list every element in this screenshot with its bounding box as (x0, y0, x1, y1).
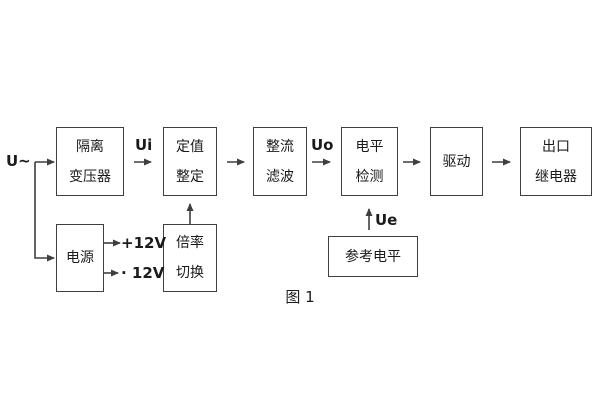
signal-label-plus12v: +12V (121, 234, 167, 252)
arrow-input-to-power (34, 162, 55, 262)
block-line: 整流 (266, 138, 294, 155)
block-ratio-switch: 倍率 切换 (163, 224, 217, 292)
signal-label-uo: Uo (311, 136, 334, 154)
block-rectifier-filter: 整流 滤波 (253, 127, 307, 196)
figure-caption: 图 1 (285, 288, 315, 306)
signal-label-ue: Ue (375, 211, 398, 229)
signal-label-minus12v: · 12V (121, 264, 165, 282)
block-line: 继电器 (535, 168, 577, 185)
block-line: 电平 (355, 138, 384, 155)
block-power-supply: 电源 (56, 224, 104, 292)
block-line: 隔离 (76, 138, 104, 155)
block-line: 电源 (66, 250, 94, 266)
block-line: 参考电平 (345, 248, 401, 265)
block-drive: 驱动 (430, 127, 483, 196)
block-line: 变压器 (69, 168, 111, 185)
block-line: 滤波 (266, 168, 294, 185)
block-output-relay: 出口 继电器 (520, 127, 592, 196)
block-line: 出口 (542, 138, 570, 155)
block-isolation-transformer: 隔离 变压器 (56, 127, 124, 196)
block-line: 切换 (176, 265, 204, 281)
signal-label-input-u: U~ (6, 152, 31, 170)
block-line: 检测 (355, 168, 384, 185)
block-reference-level: 参考电平 (328, 236, 418, 277)
block-line: 定值 (176, 138, 204, 155)
block-line: 驱动 (442, 153, 471, 170)
block-line: 倍率 (176, 235, 204, 251)
block-setting-adjust: 定值 整定 (163, 127, 217, 196)
block-level-detect: 电平 检测 (341, 127, 398, 196)
block-line: 整定 (176, 168, 204, 185)
signal-label-ui: Ui (135, 136, 153, 154)
